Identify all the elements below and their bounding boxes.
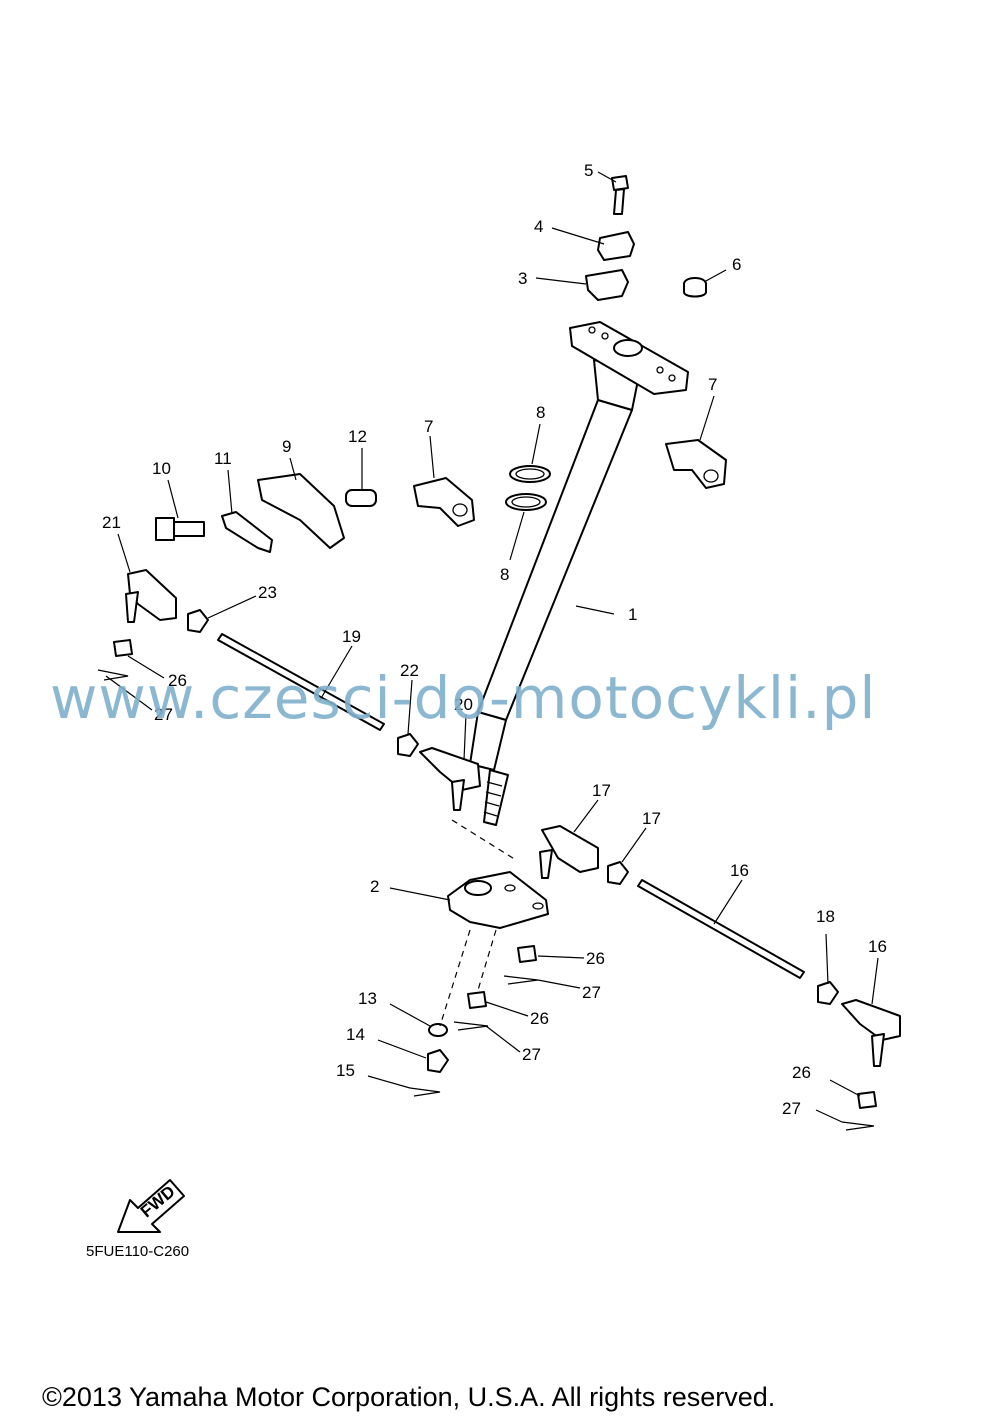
- castle-nut-c: [467, 991, 487, 1009]
- callout-26-b: 26: [586, 949, 605, 968]
- plate: [257, 473, 345, 549]
- bolt-10: [155, 517, 205, 541]
- nut-14: [427, 1049, 449, 1073]
- cotter-pin-d: [841, 1121, 875, 1131]
- callout-18: 16: [868, 937, 887, 956]
- nut-19: [607, 861, 629, 885]
- callout-11: 11: [214, 449, 232, 468]
- callout-27-b: 27: [582, 983, 601, 1002]
- lock-washer: [221, 511, 273, 553]
- upper-holder-cap: [597, 231, 635, 261]
- collar: [345, 489, 377, 507]
- callout-7-right: 7: [708, 375, 717, 394]
- leader-lines: [105, 171, 879, 1123]
- castle-nut-a: [113, 639, 133, 657]
- callout-27-a: 27: [154, 705, 173, 724]
- callout-5: 5: [584, 161, 593, 180]
- callout-23: 21: [102, 513, 121, 532]
- callout-26-a: 26: [168, 671, 187, 690]
- bolt-top: [611, 175, 629, 215]
- nut-25: [187, 609, 209, 633]
- tie-rod-right: [637, 879, 805, 979]
- callout-19: 17: [642, 809, 661, 828]
- callout-27-d: 27: [782, 1099, 801, 1118]
- callout-9: 9: [282, 437, 291, 456]
- callout-labels: 5 4 3 6 7 8 8 7 12 9 11 10 21 23 1 19 22…: [102, 161, 887, 1118]
- callout-17: 17: [592, 781, 611, 800]
- cotter-pin-15: [409, 1087, 441, 1097]
- nut-24: [397, 733, 419, 757]
- copyright-notice: ©2013 Yamaha Motor Corporation, U.S.A. A…: [42, 1382, 776, 1412]
- cotter-pin-b: [503, 975, 539, 985]
- callout-16: 16: [730, 861, 749, 880]
- callout-21: 19: [342, 627, 361, 646]
- pitman-arm: [447, 871, 549, 929]
- tie-rod-end-23: [125, 569, 177, 623]
- callout-24: 22: [400, 661, 419, 680]
- tie-rod-end-22: [419, 747, 481, 811]
- callout-13: 13: [358, 989, 377, 1008]
- tie-rod-end-18: [841, 999, 901, 1067]
- lower-holder-left: [413, 477, 475, 527]
- cap-rubber: [683, 277, 707, 298]
- watermark: www.czesci-do-motocykli.pl: [50, 664, 877, 732]
- bushing-lower: [505, 493, 547, 511]
- washer-13: [428, 1023, 448, 1037]
- castle-nut-b: [517, 945, 537, 963]
- callout-27-c: 27: [522, 1045, 541, 1064]
- diagram-code: 5FUE110-C260: [86, 1243, 190, 1260]
- fwd-arrow-icon: FWD: [117, 1179, 185, 1233]
- callout-8-upper: 8: [536, 403, 545, 422]
- callout-1: 1: [628, 605, 637, 624]
- callout-25: 23: [258, 583, 277, 602]
- callout-4: 4: [534, 217, 543, 236]
- upper-holder: [585, 269, 629, 301]
- callout-10: 10: [152, 459, 171, 478]
- callout-20: 18: [816, 907, 835, 926]
- tie-rod-end-17: [539, 825, 599, 879]
- bushing-upper: [509, 465, 551, 483]
- nut-20: [817, 981, 839, 1005]
- callout-26-c: 26: [530, 1009, 549, 1028]
- callout-12: 12: [348, 427, 367, 446]
- callout-14: 14: [346, 1025, 365, 1044]
- lower-holder-right: [665, 439, 727, 489]
- callout-26-d: 26: [792, 1063, 811, 1082]
- callout-15: 15: [336, 1061, 355, 1080]
- callout-7-left: 7: [424, 417, 433, 436]
- cotter-pin-a: [97, 669, 129, 681]
- callout-3: 3: [518, 269, 527, 288]
- castle-nut-d: [857, 1091, 877, 1109]
- callout-6: 6: [732, 255, 741, 274]
- tie-rod-left: [217, 633, 385, 731]
- callout-2: 2: [370, 877, 379, 896]
- callout-22: 20: [454, 695, 473, 714]
- cotter-pin-c: [453, 1021, 489, 1031]
- steering-shaft: [469, 321, 689, 826]
- callout-8-lower: 8: [500, 565, 509, 584]
